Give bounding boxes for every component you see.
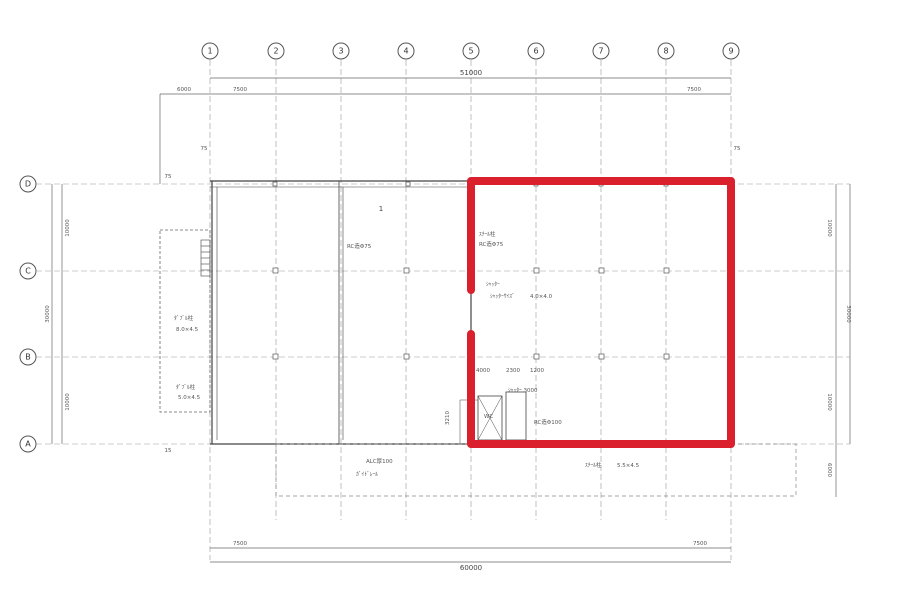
- note-red-2: RC造Φ75: [479, 240, 504, 248]
- note-left-lower-size: 5.0×4.5: [178, 395, 201, 401]
- dim-bottom-right-bay: 7500: [693, 541, 707, 547]
- dim-offset-top-left: 75: [201, 146, 208, 152]
- note-bottom-right-size: 5.5×4.5: [617, 463, 640, 469]
- dim-top-right-bay: 7500: [687, 87, 701, 93]
- grid-bubble-B: B: [19, 348, 37, 366]
- note-door-size: 4.0×4.0: [530, 294, 553, 300]
- dim-door-a: 4000: [476, 368, 490, 374]
- grid-bubble-C: C: [19, 262, 37, 280]
- building-walls: [210, 180, 472, 445]
- dim-door-c: 1200: [530, 368, 544, 374]
- dim-bottom-total: 60000: [460, 564, 482, 572]
- dim-door-b: 2300: [506, 368, 520, 374]
- dim-left-bay-1: 10000: [65, 219, 71, 237]
- dim-left-total: 30000: [45, 305, 51, 323]
- note-bottom-right: ｽﾁｰﾙ柱: [585, 461, 602, 469]
- grid-bubble-9: 9: [722, 42, 740, 60]
- grid-label-5: 5: [468, 47, 473, 56]
- note-bottom-left: ｶﾞｲﾄﾞﾚｰﾙ: [356, 471, 378, 478]
- grid-bubble-6: 6: [527, 42, 545, 60]
- note-mid-wall: RC造Φ75: [347, 242, 372, 250]
- highlighted-area: [467, 177, 735, 448]
- grid-label-9: 9: [728, 47, 733, 56]
- dim-offset-left-bottom: 15: [165, 448, 172, 454]
- dim-offset-left-top: 75: [165, 174, 172, 180]
- note-wc: WC: [484, 414, 493, 420]
- grid-label-6: 6: [533, 47, 538, 56]
- dim-offset-top-right: 75: [734, 146, 741, 152]
- grid-bubble-1: 1: [201, 42, 219, 60]
- dim-right-outer-bottom: 6000: [826, 463, 832, 477]
- dim-top-left-bay: 7500: [233, 87, 247, 93]
- grid-bubble-D: D: [19, 175, 37, 193]
- dim-door-d: 3210: [445, 411, 451, 425]
- note-left-col-size: 8.0×4.5: [176, 327, 199, 333]
- grid-label-D: D: [25, 180, 31, 189]
- stairs: [200, 239, 211, 277]
- grid-label-4: 4: [403, 47, 408, 56]
- room-number: 1: [379, 205, 383, 213]
- note-shutter: ｼｬｯﾀｰ 3000: [508, 387, 538, 394]
- grid-bubble-5: 5: [462, 42, 480, 60]
- dim-top-total: 51000: [460, 69, 482, 77]
- grid-label-A: A: [25, 440, 31, 449]
- dim-right-bay-1: 10000: [826, 219, 832, 237]
- note-left-lower: ﾀﾞﾌﾞﾙ柱: [176, 383, 196, 391]
- dim-right-bay-3: 10000: [826, 393, 832, 411]
- note-door-1: ｼｬｯﾀｰ: [486, 281, 500, 288]
- grid-bubble-2: 2: [267, 42, 285, 60]
- dim-top-left-outer: 6000: [177, 87, 191, 93]
- left-annex: [159, 229, 211, 413]
- dim-bottom-left-bay: 7500: [233, 541, 247, 547]
- grid-label-8: 8: [663, 47, 668, 56]
- note-left-col: ﾀﾞﾌﾞﾙ柱: [174, 314, 194, 322]
- dim-left-bay-3: 10000: [65, 393, 71, 411]
- note-wc-wall: RC造Φ100: [534, 418, 562, 426]
- grid-label-1: 1: [207, 47, 212, 56]
- grid-label-B: B: [25, 353, 31, 362]
- grid-bubble-A: A: [19, 435, 37, 453]
- dimension-lines: [51, 77, 851, 563]
- dim-right-total: 30000: [845, 305, 851, 323]
- grid-label-7: 7: [598, 47, 603, 56]
- grid-label-C: C: [25, 267, 31, 276]
- note-door-2: ｼｬｯﾀｰｻｲｽﾞ: [490, 293, 515, 300]
- grid-bubble-4: 4: [397, 42, 415, 60]
- grid-label-2: 2: [273, 47, 278, 56]
- note-bottom-wall: ALC厚100: [366, 458, 393, 465]
- note-red-1: ｽﾁｰﾙ柱: [479, 230, 496, 238]
- grid-bubble-7: 7: [592, 42, 610, 60]
- grid-bubble-3: 3: [332, 42, 350, 60]
- grid-label-3: 3: [338, 47, 343, 56]
- column-grid-bubbles: 1 2 3 4 5 6 7 8 9 D C B A: [19, 42, 740, 453]
- grid-bubble-8: 8: [657, 42, 675, 60]
